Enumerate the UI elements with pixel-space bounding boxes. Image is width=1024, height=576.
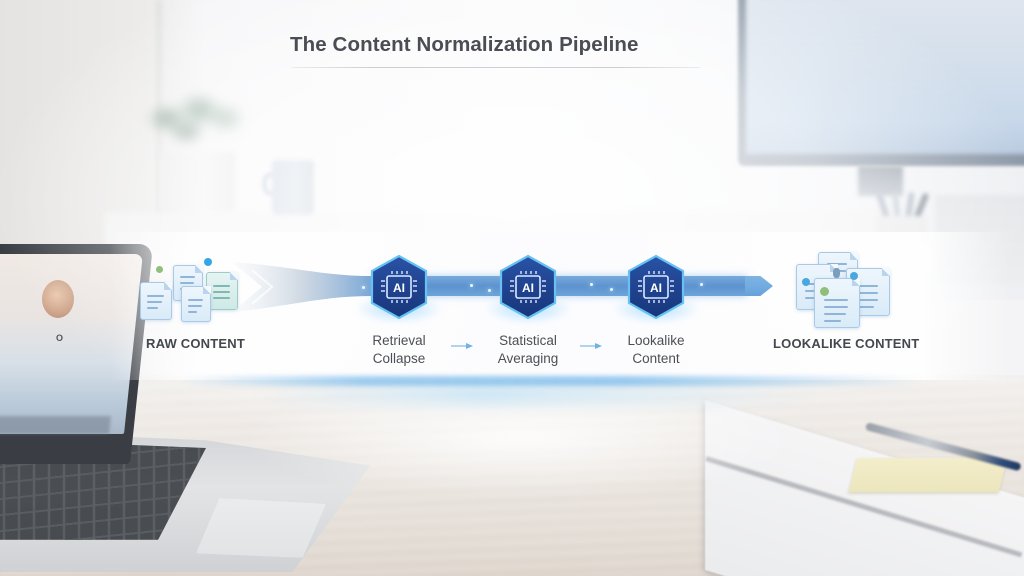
lookalike-content-document-stack-icon — [790, 250, 900, 330]
ai-node-lookalike-content: AI — [626, 254, 686, 320]
page-title: The Content Normalization Pipeline — [290, 33, 639, 56]
sticky-note — [848, 458, 1008, 492]
ai-chip-icon: AI — [370, 254, 428, 320]
lookalike-content-label: LOOKALIKE CONTENT — [773, 336, 920, 351]
mug-icon — [272, 160, 314, 215]
monitor-screen — [746, 0, 1024, 154]
laptop-dock — [0, 416, 111, 434]
svg-text:AI: AI — [522, 281, 534, 295]
laptop-user-initial: O — [56, 333, 64, 343]
blue-dot — [802, 278, 810, 286]
band-glow — [260, 383, 820, 405]
raw-content-document-stack-icon — [138, 256, 248, 326]
avatar — [42, 280, 74, 318]
ai-node-retrieval-collapse: AI — [369, 254, 429, 320]
plant-icon — [128, 72, 258, 157]
arrow-right-icon — [580, 343, 602, 349]
green-dot — [820, 287, 829, 296]
ai-chip-icon: AI — [627, 254, 685, 320]
avatar-dot — [833, 268, 840, 278]
step-label-statistical-averaging: Statistical Averaging — [497, 333, 559, 366]
band-glow-line — [180, 376, 920, 386]
plant-pot — [160, 152, 235, 212]
green-dot — [156, 266, 163, 273]
ai-chip-icon: AI — [499, 254, 557, 320]
pipeline-arrowhead-icon — [745, 276, 773, 296]
funnel-shape — [232, 262, 372, 312]
step-label-lookalike-content: Lookalike Content — [627, 333, 685, 366]
svg-text:AI: AI — [650, 281, 662, 295]
ai-node-statistical-averaging: AI — [498, 254, 558, 320]
step-label-retrieval-collapse: Retrieval Collapse — [372, 333, 426, 366]
blue-dot — [204, 258, 212, 266]
blue-dot — [850, 272, 858, 280]
arrow-right-icon — [451, 343, 473, 349]
title-divider — [292, 67, 700, 68]
svg-text:AI: AI — [393, 281, 405, 295]
raw-content-label: RAW CONTENT — [146, 336, 245, 351]
